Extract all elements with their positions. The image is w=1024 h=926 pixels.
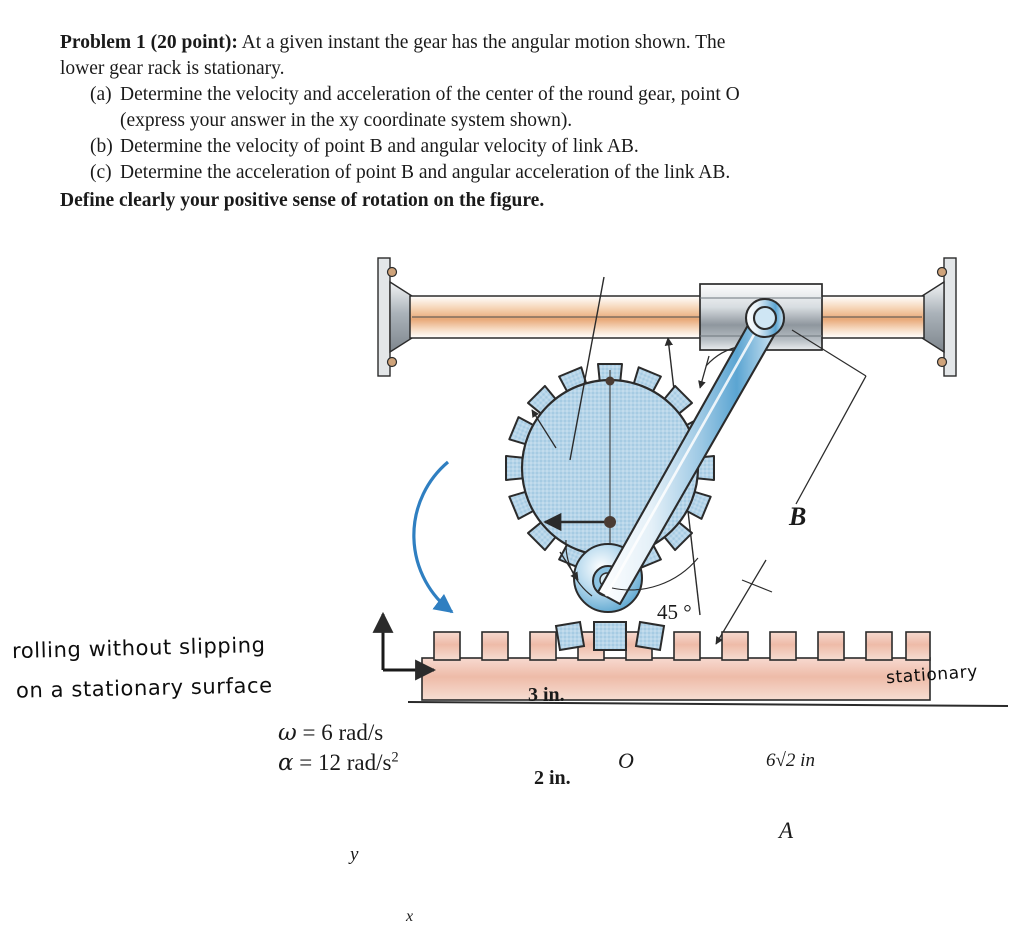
coordinate-axes	[372, 611, 437, 681]
lower-gear-rack	[407, 631, 1009, 707]
problem-heading: Problem 1 (20 point):	[60, 32, 238, 53]
problem-statement: Problem 1 (20 point): At a given instant…	[60, 30, 960, 213]
axis-label-y: y	[350, 844, 359, 865]
alpha-symbol: α	[278, 750, 294, 777]
part-b-text: Determine the velocity of point B and an…	[120, 135, 639, 157]
point-A-leader	[741, 579, 773, 593]
omega-value: = 6 rad/s	[296, 720, 384, 745]
label-point-O: O	[618, 748, 634, 773]
dim-link-length	[715, 329, 867, 645]
angle-arc-pointer	[698, 355, 710, 389]
problem-intro-line2: lower gear rack is stationary.	[60, 57, 285, 79]
label-radius-outer: 3 in.	[528, 684, 565, 706]
omega-line: ω = 6 rad/s	[278, 718, 399, 748]
dim-2in-leader	[559, 551, 579, 581]
label-radius-inner: 2 in.	[534, 767, 571, 789]
alpha-value: = 12 rad/s	[293, 750, 392, 776]
angular-motion-values: ω = 6 rad/s α = 12 rad/s2	[278, 718, 399, 779]
right-wall-bracket	[921, 257, 957, 377]
alpha-exponent: 2	[391, 749, 399, 766]
label-angle-45: 45 °	[657, 600, 692, 624]
figure-drawing	[372, 257, 1009, 707]
point-O-marker	[604, 516, 616, 528]
problem-intro-line: Problem 1 (20 point): At a given instant…	[60, 30, 960, 56]
label-point-B: B	[789, 502, 807, 531]
part-c-tag: (c)	[90, 161, 112, 183]
part-a-text: Determine the velocity and acceleration …	[120, 83, 740, 105]
problem-define-note: Define clearly your positive sense of ro…	[60, 189, 545, 211]
left-wall-bracket	[377, 257, 413, 377]
label-point-A: A	[779, 818, 794, 843]
gear-rack-mesh	[554, 620, 666, 652]
link-AB	[596, 297, 786, 606]
part-a-tag: (a)	[90, 83, 112, 105]
omega-symbol: ω	[278, 720, 297, 746]
alpha-line: α = 12 rad/s2	[278, 748, 399, 778]
part-a-cont-text: (express your answer in the xy coordinat…	[120, 109, 573, 131]
gear-inner-arc	[611, 557, 699, 591]
upper-rack-rod	[409, 295, 925, 339]
problem-part-b: (b) Determine the velocity of point B an…	[90, 134, 960, 160]
problem-part-a: (a) Determine the velocity and accelerat…	[90, 82, 960, 108]
gear-top-point	[605, 376, 615, 386]
axis-label-x: x	[406, 908, 414, 925]
problem-part-a-cont: (express your answer in the xy coordinat…	[120, 108, 960, 134]
dim-3in-tip-leader	[531, 409, 557, 449]
part-c-text: Determine the acceleration of point B an…	[120, 161, 731, 183]
label-link-length: 6√2 in	[766, 750, 815, 771]
omega-rotation-arrow	[412, 460, 454, 614]
mechanism-figure: B A O 45 ° 3 in. 2 in. 6√2 in ω = 6 rad/…	[0, 240, 1024, 925]
problem-intro-rest: At a given instant the gear has the angu…	[237, 32, 726, 53]
dim-3in-leader	[569, 276, 605, 461]
problem-part-c: (c) Determine the acceleration of point …	[90, 160, 960, 186]
part-b-tag: (b)	[90, 135, 113, 157]
